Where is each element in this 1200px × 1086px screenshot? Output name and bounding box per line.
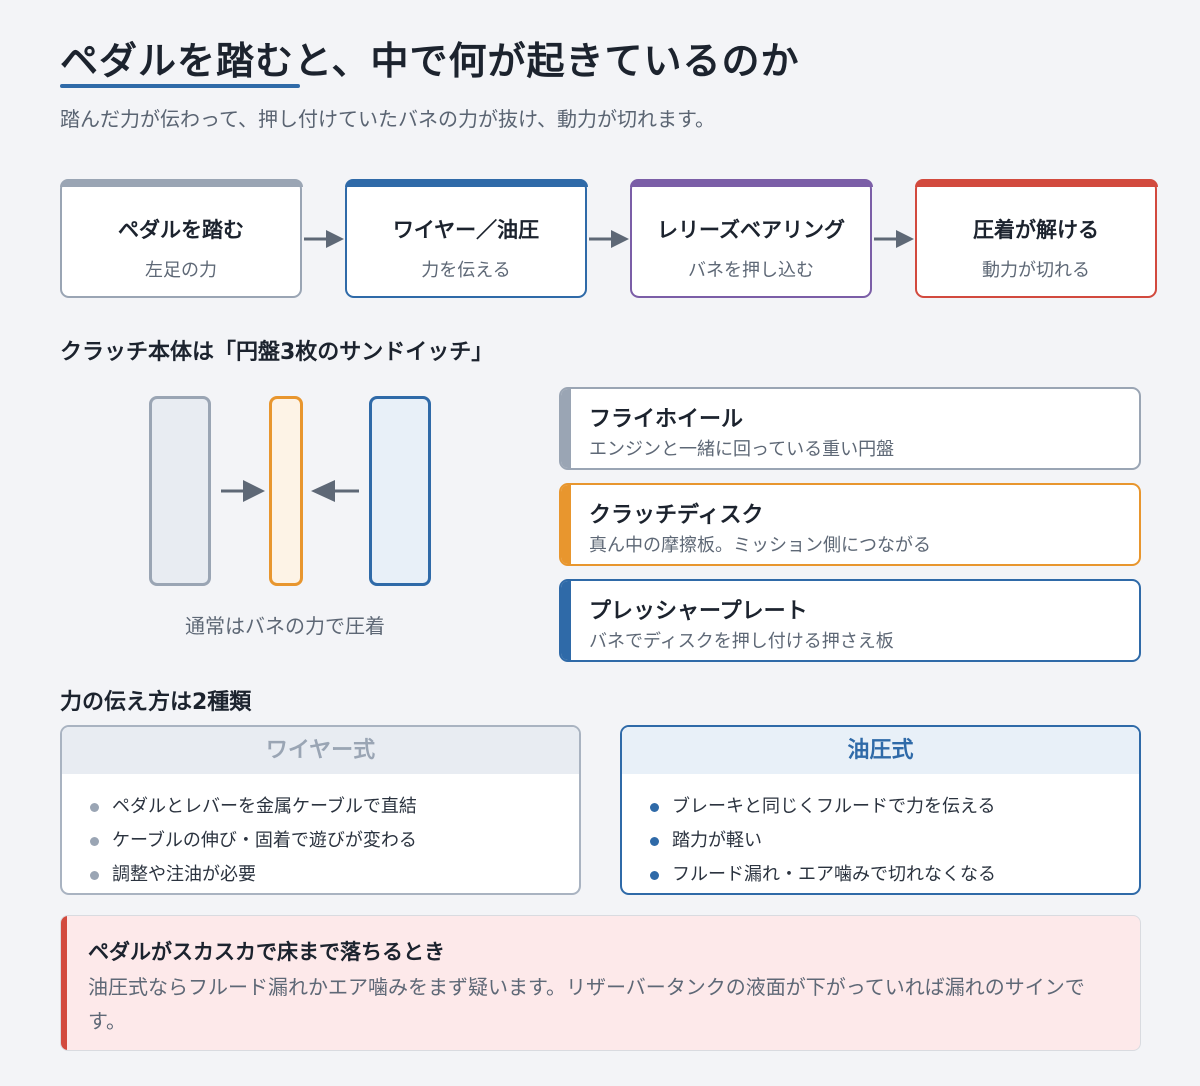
pressure-plate <box>369 396 431 586</box>
part-name: プレッシャープレート <box>589 599 808 624</box>
list-item: 踏力が軽い <box>648 824 1139 858</box>
arrow-left-icon <box>311 480 359 502</box>
warning-accent-bar <box>61 916 67 1050</box>
flow-step-title: ペダルを踏む <box>118 218 244 242</box>
flow-step-sub: 動力が切れる <box>982 260 1090 281</box>
list-item: ケーブルの伸び・固着で遊びが変わる <box>88 824 579 858</box>
hydraulic-type-title: 油圧式 <box>622 727 1139 774</box>
flow-step-bearing: レリーズベアリング バネを押し込む <box>629 179 873 298</box>
part-name: フライホイール <box>589 407 744 432</box>
part-desc: エンジンと一緒に回っている重い円盤 <box>589 439 895 460</box>
flow-step-sub: バネを押し込む <box>688 260 814 281</box>
flow-step-release: 圧着が解ける 動力が切れる <box>914 179 1158 298</box>
part-color-bar <box>561 389 571 468</box>
transmission-heading: 力の伝え方は2種類 <box>60 690 252 715</box>
part-color-bar <box>561 581 571 660</box>
part-name: クラッチディスク <box>589 503 764 528</box>
part-desc: バネでディスクを押し付ける押さえ板 <box>589 631 894 652</box>
part-card-clutch-disc: クラッチディスク 真ん中の摩擦板。ミッション側につながる <box>559 483 1141 566</box>
clutch-disc-plate <box>269 396 303 586</box>
wire-type-title: ワイヤー式 <box>62 727 579 774</box>
part-desc: 真ん中の摩擦板。ミッション側につながる <box>589 535 931 556</box>
flywheel-plate <box>149 396 211 586</box>
warning-title: ペダルがスカスカで床まで落ちるとき <box>88 940 445 964</box>
list-item: フルード漏れ・エア噛みで切れなくなる <box>648 858 1139 892</box>
warning-callout: ペダルがスカスカで床まで落ちるとき 油圧式ならフルード漏れかエア噛みをまず疑いま… <box>60 915 1141 1051</box>
arrow-right-icon <box>589 230 629 248</box>
flow-step-title: ワイヤー／油圧 <box>392 218 540 242</box>
sandwich-caption: 通常はバネの力で圧着 <box>185 614 385 638</box>
part-card-flywheel: フライホイール エンジンと一緒に回っている重い円盤 <box>559 387 1141 470</box>
arrow-right-icon <box>221 480 265 502</box>
wire-type-card: ワイヤー式 ペダルとレバーを金属ケーブルで直結 ケーブルの伸び・固着で遊びが変わ… <box>60 725 581 895</box>
list-item: 調整や注油が必要 <box>88 858 579 892</box>
hydraulic-type-list: ブレーキと同じくフルードで力を伝える 踏力が軽い フルード漏れ・エア噛みで切れな… <box>622 774 1139 892</box>
flow-step-title: 圧着が解ける <box>973 218 1099 242</box>
flow-step-title: レリーズベアリング <box>657 218 845 242</box>
page-title: ペダルを踏むと、中で何が起きているのか <box>60 39 800 83</box>
warning-body: 油圧式ならフルード漏れかエア噛みをまず疑います。リザーバータンクの液面が下がって… <box>88 975 1085 1033</box>
wire-type-list: ペダルとレバーを金属ケーブルで直結 ケーブルの伸び・固着で遊びが変わる 調整や注… <box>62 774 579 892</box>
title-underline <box>60 84 300 88</box>
flow-step-pedal: ペダルを踏む 左足の力 <box>59 179 303 298</box>
flow-step-sub: 左足の力 <box>145 260 217 281</box>
page-subtitle: 踏んだ力が伝わって、押し付けていたバネの力が抜け、動力が切れます。 <box>60 107 715 131</box>
list-item: ブレーキと同じくフルードで力を伝える <box>648 790 1139 824</box>
flow-step-sub: 力を伝える <box>421 260 511 281</box>
hydraulic-type-card: 油圧式 ブレーキと同じくフルードで力を伝える 踏力が軽い フルード漏れ・エア噛み… <box>620 725 1141 895</box>
clutch-heading: クラッチ本体は「円盤3枚のサンドイッチ」 <box>60 340 494 365</box>
part-color-bar <box>561 485 571 564</box>
flow-step-wire: ワイヤー／油圧 力を伝える <box>344 179 588 298</box>
list-item: ペダルとレバーを金属ケーブルで直結 <box>88 790 579 824</box>
arrow-right-icon <box>304 230 344 248</box>
part-card-pressure-plate: プレッシャープレート バネでディスクを押し付ける押さえ板 <box>559 579 1141 662</box>
arrow-right-icon <box>874 230 914 248</box>
